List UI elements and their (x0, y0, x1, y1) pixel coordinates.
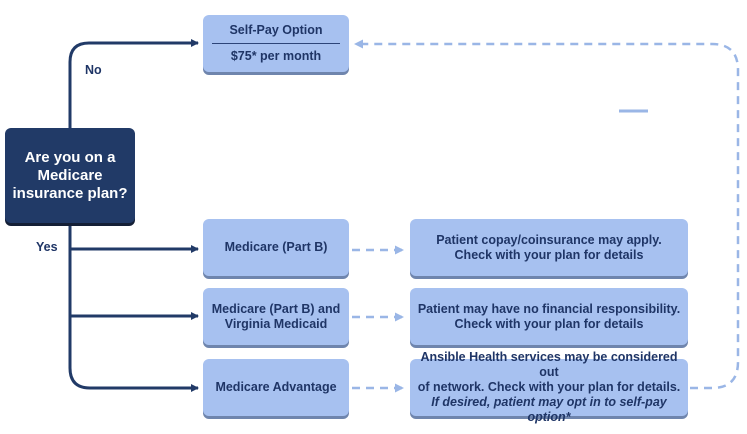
note-line-2: Check with your plan for details (454, 316, 644, 331)
question-line-1: Are you on a (24, 148, 116, 166)
note-line-3: If desired, patient may opt in to self-p… (431, 395, 667, 424)
plan-name: Medicare (Part B) (224, 240, 328, 254)
self-pay-divider (212, 43, 340, 44)
question-line-3: insurance plan? (12, 184, 128, 202)
self-pay-price: $75* per month (230, 49, 322, 63)
note-line-1: Patient copay/coinsurance may apply. (436, 232, 662, 247)
question-box: Are you on a Medicare insurance plan? (5, 128, 135, 223)
note-box-2: Patient may have no financial responsibi… (410, 288, 688, 345)
note-line-1: Ansible Health services may be considere… (420, 350, 678, 379)
note-line-1: Patient may have no financial responsibi… (417, 301, 681, 316)
dashed-return-connector (354, 39, 740, 390)
note-box-3: Ansible Health services may be considere… (410, 350, 688, 424)
plan-name: Medicare Advantage (215, 380, 337, 394)
plan-box-medicare-medicaid: Medicare (Part B) and Virginia Medicaid (203, 288, 349, 345)
note-box-1: Patient copay/coinsurance may apply. Che… (410, 219, 688, 276)
self-pay-title: Self-Pay Option (229, 23, 323, 37)
self-pay-option-box: Self-Pay Option $75* per month (203, 15, 349, 72)
no-connector (68, 39, 199, 128)
question-line-2: Medicare (37, 166, 103, 184)
plan-name-line-2: Virginia Medicaid (224, 316, 328, 331)
note-line-2: Check with your plan for details (454, 247, 644, 262)
yes-label: Yes (36, 240, 58, 254)
note-line-2: of network. Check with your plan for det… (417, 380, 681, 394)
plan-box-medicare-advantage: Medicare Advantage (203, 359, 349, 416)
yes-trunk-connector (68, 222, 199, 392)
plan-box-medicare-part-b: Medicare (Part B) (203, 219, 349, 276)
plan-name-line-1: Medicare (Part B) and (211, 301, 341, 316)
no-label: No (85, 63, 102, 77)
